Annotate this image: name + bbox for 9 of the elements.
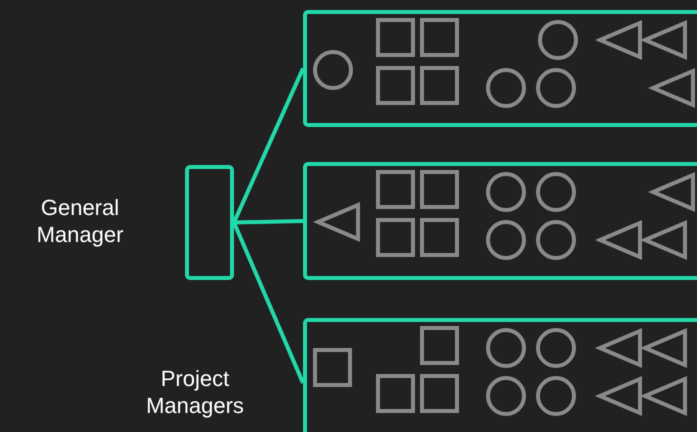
connector-line: [232, 68, 305, 224]
connector-line: [234, 219, 304, 224]
team-box: [303, 162, 697, 280]
team-box: [303, 318, 697, 432]
role-label: General Manager: [36, 194, 124, 248]
team-box: [303, 10, 697, 127]
manager-box: [185, 165, 234, 280]
connector-line: [232, 222, 305, 384]
role-label: Project Managers: [145, 365, 245, 419]
